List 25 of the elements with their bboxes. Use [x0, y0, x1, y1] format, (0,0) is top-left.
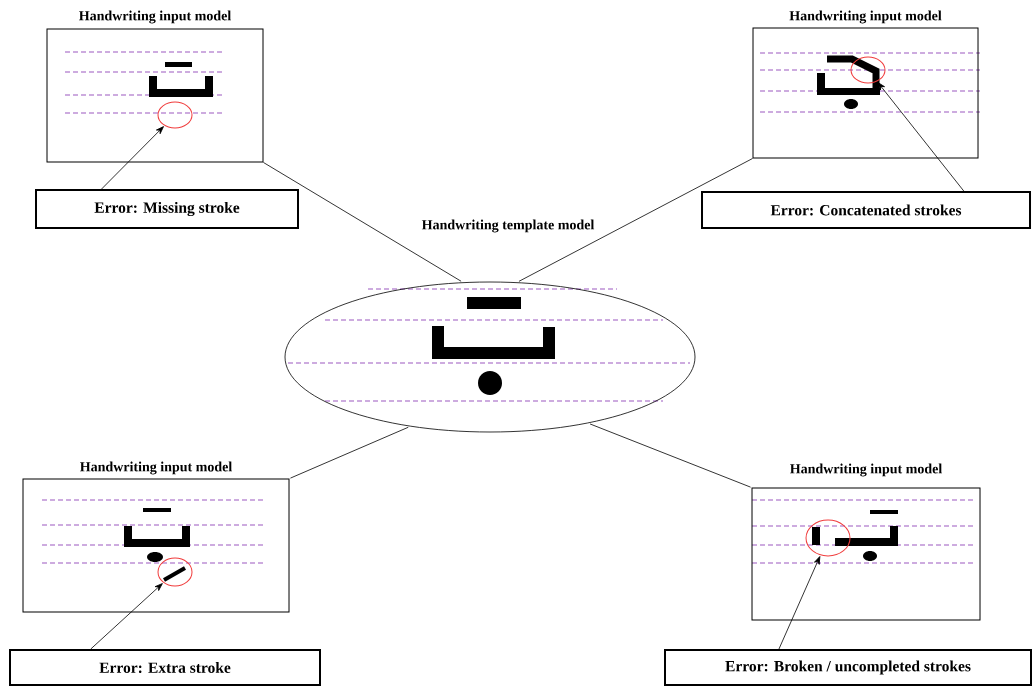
error-box: Error: Missing stroke — [35, 189, 299, 229]
input-model-box: Handwriting input model — [22, 461, 290, 613]
node-label: Handwriting input model — [790, 463, 943, 477]
node-label: Handwriting input model — [80, 461, 232, 475]
connector-line — [290, 426, 409, 479]
connector-line — [589, 423, 751, 488]
connector-line — [263, 162, 462, 282]
highlight-circle — [157, 557, 193, 587]
input-model-box: Handwriting input model — [46, 10, 264, 163]
error-box: Error: Concatenated strokes — [701, 191, 1031, 229]
arrow — [90, 583, 163, 650]
arrow — [877, 82, 965, 192]
arrow — [101, 126, 164, 190]
error-box: Error: Extra stroke — [9, 649, 321, 686]
arrow — [778, 556, 821, 650]
input-model-box: Handwriting input model — [752, 10, 979, 159]
highlight-circle — [805, 519, 851, 557]
node-label: Handwriting input model — [79, 10, 231, 24]
input-model-box: Handwriting input model — [751, 463, 981, 621]
connector-line — [518, 158, 753, 282]
highlight-circle — [850, 56, 886, 84]
node-label: Handwriting template model — [421, 219, 595, 233]
error-box: Error: Broken / uncompleted strokes — [664, 649, 1032, 686]
node-label: Handwriting input model — [789, 10, 942, 24]
highlight-circle — [157, 101, 193, 129]
